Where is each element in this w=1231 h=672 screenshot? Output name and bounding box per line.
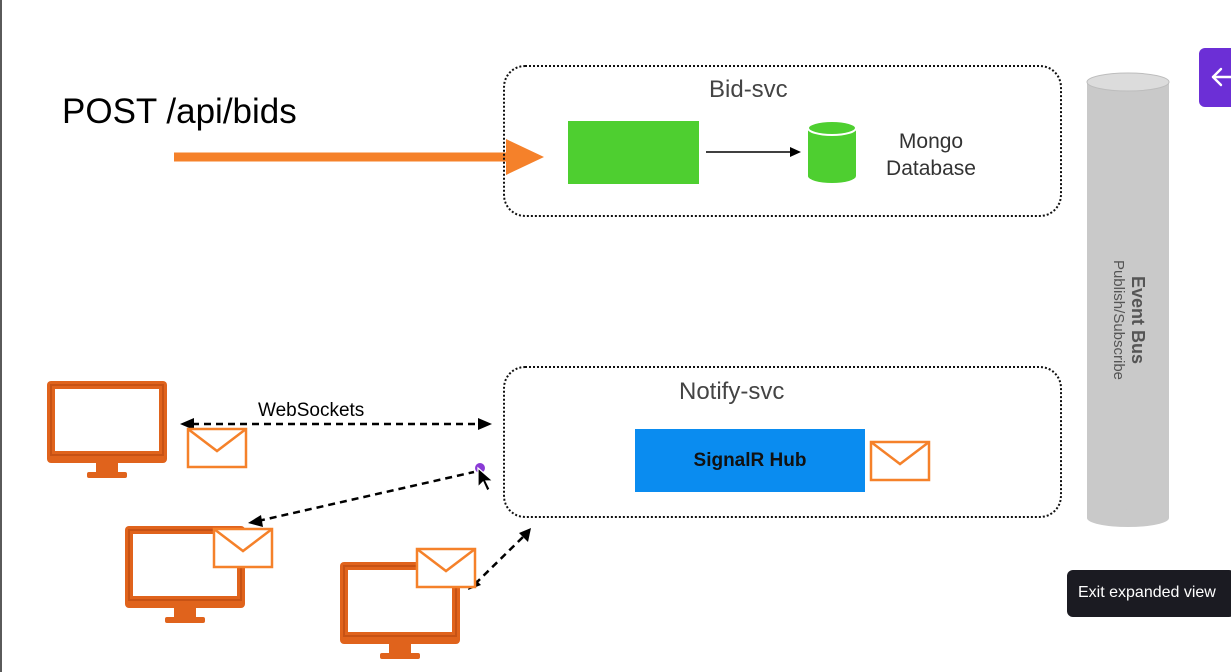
exit-expanded-view-button[interactable] (1199, 48, 1231, 107)
event-bus-subtitle: Publish/Subscribe (1110, 259, 1127, 381)
notify-svc-title: Notify-svc (679, 378, 785, 405)
event-bus-cylinder (1086, 72, 1170, 527)
websocket-arrow-middle (248, 470, 475, 527)
back-arrow-icon (1211, 67, 1231, 87)
bid-svc-box (503, 65, 1062, 217)
websocket-arrow-top (180, 418, 492, 430)
database-icon (807, 120, 857, 183)
service-to-db-arrow (706, 147, 801, 157)
notify-svc-box (503, 366, 1062, 518)
event-bus-title: Event Bus (1128, 275, 1148, 365)
envelope-icon (415, 547, 477, 589)
left-edge-divider (0, 0, 2, 672)
bid-svc-title: Bid-svc (709, 76, 788, 103)
mongo-label-line2: Database (886, 157, 976, 180)
websockets-label: WebSockets (258, 400, 365, 421)
post-endpoint-label: POST /api/bids (62, 92, 297, 131)
envelope-icon (212, 527, 274, 569)
cursor-icon (477, 466, 495, 492)
signalr-hub-block: SignalR Hub (635, 429, 865, 492)
websocket-arrow-bottom (468, 528, 531, 590)
envelope-icon (186, 427, 248, 469)
exit-expanded-view-tooltip: Exit expanded view (1067, 570, 1231, 617)
signalr-hub-label: SignalR Hub (693, 449, 807, 471)
mongo-database-label: Mongo Database (876, 128, 986, 182)
event-bus-label: Event Bus Publish/Subscribe (1108, 210, 1148, 430)
mongo-label-line1: Mongo (898, 130, 964, 153)
post-request-arrow (174, 139, 544, 175)
bid-service-block (568, 121, 699, 184)
client-monitor-icon (46, 380, 168, 479)
